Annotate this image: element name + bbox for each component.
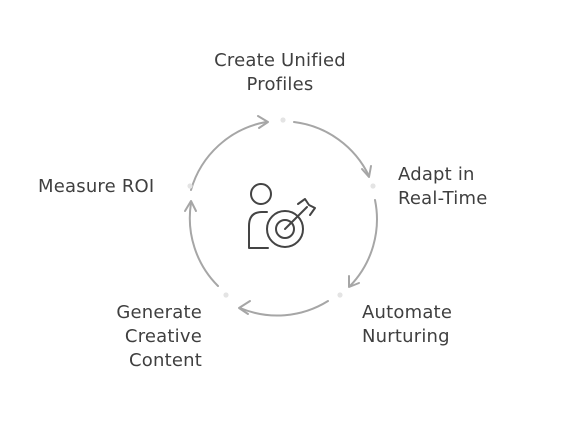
stage-label-line: Adapt in bbox=[398, 164, 475, 185]
stage-label-generate-creative-content: Generate Creative Content bbox=[60, 301, 202, 373]
person-with-target-icon bbox=[248, 183, 316, 249]
node-dot-automate bbox=[337, 292, 343, 298]
person-head bbox=[250, 183, 272, 205]
arrow-automate-to-generate bbox=[239, 300, 329, 317]
stage-label-line: Automate bbox=[362, 302, 453, 323]
stage-label-automate-nurturing: Automate Nurturing bbox=[362, 301, 452, 349]
target-outer-ring bbox=[266, 210, 304, 248]
target-inner-ring bbox=[275, 219, 295, 239]
target-arrow-shaft bbox=[284, 206, 308, 230]
node-dot-create bbox=[280, 117, 286, 123]
stage-label-create-unified-profiles: Create Unified Profiles bbox=[180, 49, 380, 97]
stage-label-line: Create Unified bbox=[214, 50, 346, 71]
target-arrow-fletch bbox=[297, 198, 316, 216]
arrowhead-create bbox=[257, 115, 269, 129]
stage-label-line: Creative bbox=[124, 326, 202, 347]
arrowhead-measure bbox=[184, 200, 197, 212]
arrow-create-to-adapt bbox=[293, 121, 370, 177]
stage-label-line: Profiles bbox=[246, 74, 314, 95]
stage-label-line: Generate bbox=[116, 302, 202, 323]
node-dot-adapt bbox=[370, 183, 376, 189]
stage-label-line: Measure ROI bbox=[38, 176, 155, 197]
stage-label-line: Nurturing bbox=[362, 326, 450, 347]
arrowhead-automate bbox=[348, 275, 360, 288]
stage-label-line: Real-Time bbox=[398, 188, 488, 209]
cycle-node-dots bbox=[187, 117, 376, 298]
stage-label-measure-roi: Measure ROI bbox=[38, 175, 154, 199]
arrow-measure-to-create bbox=[190, 121, 267, 191]
arrowhead-generate bbox=[238, 300, 251, 315]
cycle-arrows bbox=[184, 115, 378, 317]
stage-label-line: Content bbox=[129, 350, 202, 371]
arrowhead-adapt bbox=[361, 165, 372, 178]
arrow-adapt-to-automate bbox=[349, 199, 378, 287]
person-body bbox=[248, 211, 269, 249]
node-dot-measure bbox=[187, 183, 193, 189]
arrow-generate-to-measure bbox=[188, 202, 219, 287]
stage-label-adapt-in-real-time: Adapt in Real-Time bbox=[398, 163, 488, 211]
node-dot-generate bbox=[223, 292, 229, 298]
